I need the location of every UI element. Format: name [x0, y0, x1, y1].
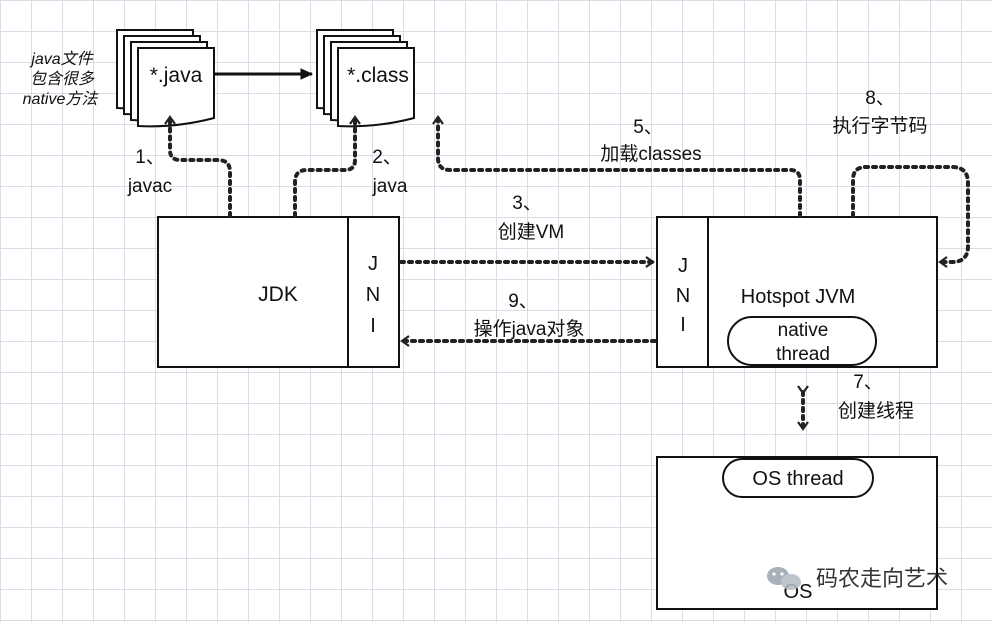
step-8-number: 8、: [865, 88, 895, 109]
native-thread-line-1: native: [778, 320, 829, 341]
jni-right-j: J: [678, 255, 688, 277]
step-2-label: 2、 java: [372, 147, 408, 197]
step-1-label: 1、 javac: [127, 147, 172, 197]
watermark-text: 码农走向艺术: [816, 566, 948, 591]
hotspot-jvm-box: J N I Hotspot JVM native thread: [656, 216, 938, 368]
step-9-label: 9、 操作java对象: [474, 291, 585, 340]
os-thread-label: OS thread: [752, 468, 843, 490]
native-thread-line-2: thread: [776, 344, 830, 365]
step-2-number: 2、: [372, 147, 402, 168]
execute-bytecode-arrow: [851, 165, 970, 268]
jni-left-j: J: [368, 253, 378, 275]
wechat-icon: [767, 567, 801, 590]
watermark: 码农走向艺术: [767, 566, 948, 591]
java-run-arrow: [293, 115, 361, 218]
jdk-jni-label: J N I: [366, 253, 380, 337]
java-note-line-3: native方法: [23, 90, 100, 108]
javac-arrow: [164, 115, 232, 218]
step-3-label: 3、 创建VM: [498, 193, 565, 243]
java-file-label: *.java: [150, 64, 203, 87]
native-thread-pill: [727, 316, 877, 366]
jni-left-n: N: [366, 284, 380, 306]
os-thread-pill: [722, 458, 874, 498]
step-2-text: java: [372, 176, 408, 197]
hotspot-jvm-label: Hotspot JVM: [741, 286, 855, 308]
java-note-line-1: java文件: [29, 50, 94, 68]
java-file-note: java文件 包含很多 native方法: [23, 50, 100, 108]
jdk-box: JDK J N I: [157, 216, 400, 368]
java-note-line-2: 包含很多: [30, 70, 95, 88]
step-7-text: 创建线程: [838, 400, 914, 422]
jdk-label: JDK: [258, 283, 298, 306]
step-1-text: javac: [127, 176, 172, 197]
jvm-jni-label: J N I: [676, 255, 690, 336]
java-file-stack-icon: *.java: [116, 29, 215, 128]
jni-right-n: N: [676, 285, 690, 307]
step-3-text: 创建VM: [498, 221, 565, 243]
jni-left-i: I: [370, 315, 376, 337]
step-8-text: 执行字节码: [832, 115, 927, 137]
step-9-number: 9、: [508, 291, 538, 312]
step-5-number: 5、: [633, 117, 663, 138]
step-5-label: 5、 加载classes: [600, 117, 701, 165]
step-7-label: 7、 创建线程: [838, 372, 914, 422]
step-8-label: 8、 执行字节码: [832, 88, 927, 137]
class-file-label: *.class: [347, 64, 409, 87]
class-file-stack-icon: *.class: [316, 29, 415, 128]
jni-right-i: I: [680, 314, 686, 336]
step-5-text: 加载classes: [600, 143, 701, 165]
load-classes-arrow: [432, 115, 802, 218]
step-1-number: 1、: [135, 147, 165, 168]
step-7-number: 7、: [853, 372, 883, 393]
step-9-text: 操作java对象: [474, 318, 585, 340]
step-3-number: 3、: [512, 193, 542, 214]
